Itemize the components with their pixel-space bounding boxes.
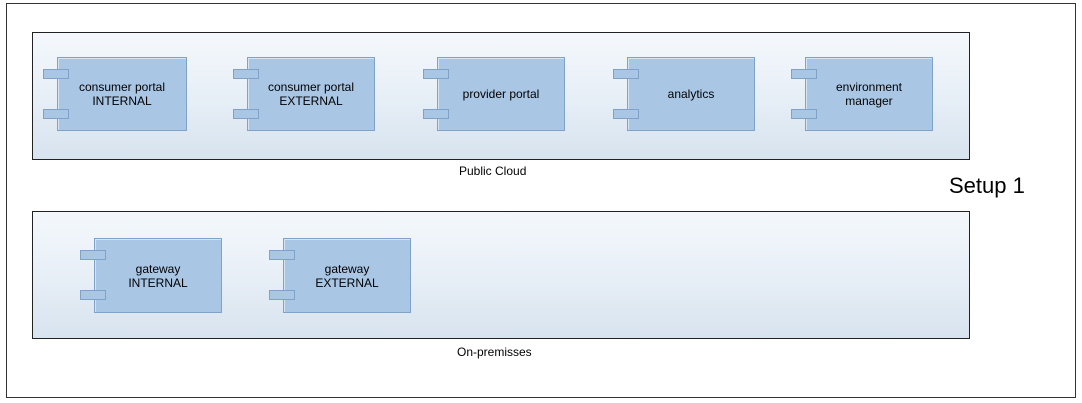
component-tab-icon <box>269 290 295 300</box>
component-body: environment manager <box>805 57 933 131</box>
public-cloud-label: Public Cloud <box>459 164 527 178</box>
component-tab-icon <box>613 109 639 119</box>
component-label: consumer portal EXTERNAL <box>267 80 355 108</box>
component-tab-icon <box>43 69 69 79</box>
component-label: environment manager <box>835 80 903 108</box>
component-body: gateway EXTERNAL <box>283 238 411 313</box>
component-tab-icon <box>791 109 817 119</box>
environment-manager-component: environment manager <box>791 57 933 131</box>
component-tab-icon <box>43 109 69 119</box>
consumer-portal-external-component: consumer portal EXTERNAL <box>233 57 375 131</box>
component-label: gateway EXTERNAL <box>315 261 379 290</box>
component-label: gateway INTERNAL <box>128 261 188 290</box>
component-body: gateway INTERNAL <box>94 238 222 313</box>
component-tab-icon <box>791 69 817 79</box>
component-tab-icon <box>80 250 106 260</box>
component-body: consumer portal EXTERNAL <box>247 57 375 131</box>
component-tab-icon <box>233 109 259 119</box>
component-label: provider portal <box>462 87 540 101</box>
component-tab-icon <box>613 69 639 79</box>
analytics-component: analytics <box>613 57 755 131</box>
component-body: consumer portal INTERNAL <box>57 57 187 131</box>
on-premises-label: On-premisses <box>457 345 532 359</box>
component-label: consumer portal INTERNAL <box>78 80 166 108</box>
component-body: analytics <box>627 57 755 131</box>
gateway-internal-component: gateway INTERNAL <box>80 238 222 313</box>
gateway-external-component: gateway EXTERNAL <box>269 238 411 313</box>
setup-title: Setup 1 <box>949 173 1025 198</box>
component-tab-icon <box>423 69 449 79</box>
component-tab-icon <box>269 250 295 260</box>
component-tab-icon <box>233 69 259 79</box>
provider-portal-component: provider portal <box>423 57 565 131</box>
component-tab-icon <box>423 109 449 119</box>
component-label: analytics <box>667 87 715 101</box>
component-body: provider portal <box>437 57 565 131</box>
consumer-portal-internal-component: consumer portal INTERNAL <box>43 57 187 131</box>
component-tab-icon <box>80 290 106 300</box>
